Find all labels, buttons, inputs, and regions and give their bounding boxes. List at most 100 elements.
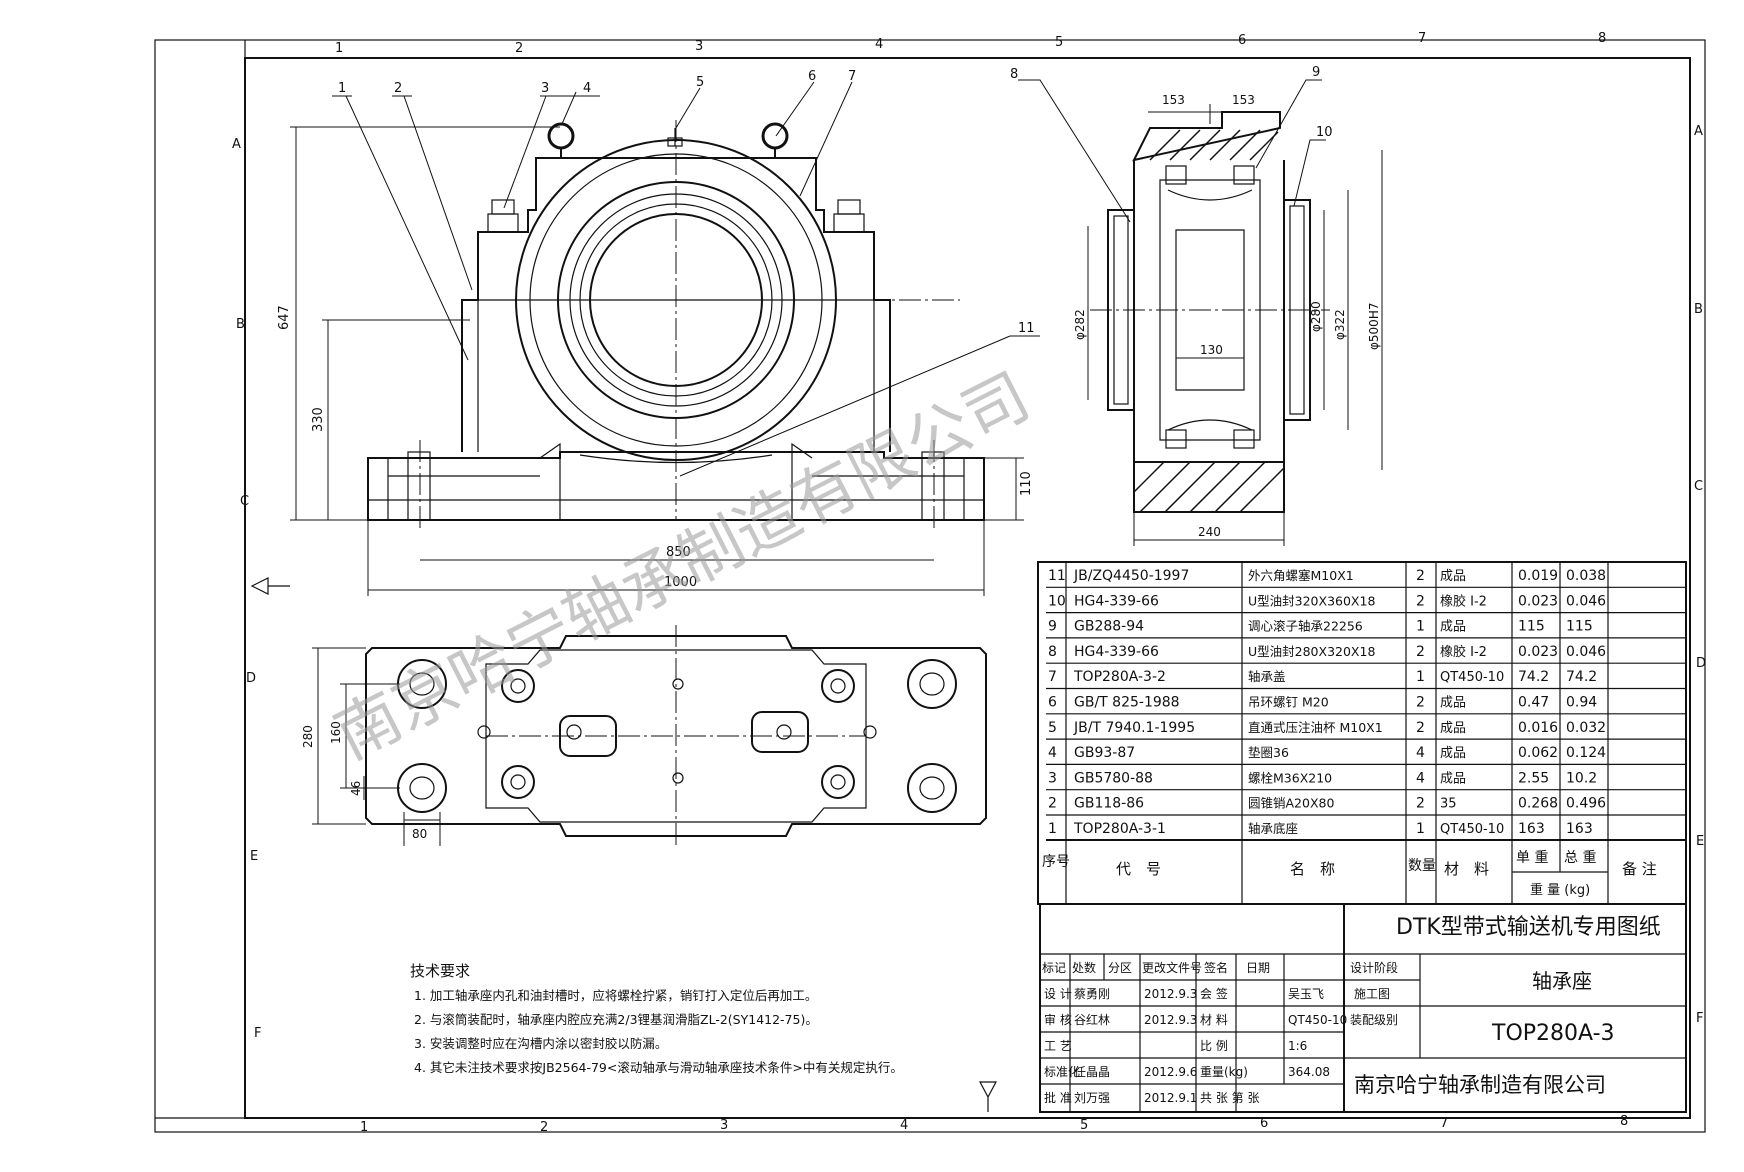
- dim-46: 46: [349, 781, 363, 796]
- balloon-7: 7: [848, 69, 856, 84]
- bom-cell-no: 10: [1048, 593, 1066, 609]
- tb-head-count: 处数: [1072, 960, 1096, 975]
- tb-head-mark: 标记: [1042, 961, 1066, 975]
- bom-cell-unit: 0.268: [1518, 796, 1558, 812]
- balloon-9: 9: [1312, 65, 1320, 80]
- bom-cell-qty: 2: [1416, 720, 1425, 736]
- bom-cell-qty: 2: [1416, 695, 1425, 711]
- bom-cell-unit: 0.023: [1518, 644, 1558, 660]
- bom-cell-name: 圆锥销A20X80: [1248, 796, 1334, 811]
- grid-rows-right: A B C D E F: [1694, 124, 1706, 1026]
- bom-cell-no: 7: [1048, 669, 1057, 685]
- tb-row-value: 364.08: [1288, 1065, 1330, 1079]
- bom-cell-total: 163: [1566, 821, 1593, 837]
- col-bot-7: 7: [1440, 1116, 1448, 1131]
- row-left-C: C: [240, 494, 249, 509]
- col-bot-8: 8: [1620, 1114, 1628, 1129]
- tb-row-date: 2012.9.3: [1144, 1013, 1197, 1027]
- bom-cell-total: 0.046: [1566, 644, 1606, 660]
- bom-cell-code: TOP280A-3-2: [1073, 669, 1166, 685]
- bom-cell-qty: 2: [1416, 593, 1425, 609]
- col-top-5: 5: [1055, 35, 1063, 50]
- bom-cell-no: 4: [1048, 745, 1057, 761]
- bom-cell-name: 调心滚子轴承22256: [1248, 619, 1363, 634]
- tb-row-key: 重量(kg): [1200, 1065, 1248, 1079]
- grid-columns-top: 1 2 3 4 5 6 7 8: [335, 31, 1606, 56]
- tb-row-key: 材 料: [1200, 1013, 1228, 1027]
- tb-row-label: 批 准: [1044, 1090, 1072, 1105]
- tb-head-zone: 分区: [1108, 961, 1132, 975]
- bom-cell-material: 成品: [1440, 696, 1466, 711]
- note-4: 4. 其它未注技术要求按JB2564-79<滚动轴承与滑动轴承座技术条件>中有关…: [414, 1060, 903, 1075]
- col-top-1: 1: [335, 41, 343, 56]
- bom-cell-code: HG4-339-66: [1074, 593, 1159, 609]
- col-bot-3: 3: [720, 1118, 728, 1133]
- bom-cell-unit: 115: [1518, 619, 1545, 635]
- note-2: 2. 与滚筒装配时，轴承座内腔应充满2/3锂基润滑脂ZL-2(SY1412-75…: [414, 1012, 818, 1027]
- drawing-number: TOP280A-3: [1491, 1021, 1615, 1046]
- bom-cell-no: 2: [1048, 796, 1057, 812]
- bom-cell-unit: 0.062: [1518, 745, 1558, 761]
- dim-height-total: 647: [277, 305, 292, 330]
- bom-head-note: 备 注: [1622, 860, 1657, 878]
- notes-title: 技术要求: [410, 962, 470, 980]
- row-right-B: B: [1694, 302, 1703, 317]
- balloon-6: 6: [808, 69, 816, 84]
- bom-head-unit: 单 重: [1516, 850, 1548, 866]
- row-right-E: E: [1696, 834, 1704, 849]
- bom-cell-no: 8: [1048, 644, 1057, 660]
- centering-mark-bottom: [979, 1081, 997, 1112]
- watermark: 南京哈宁轴承制造有限公司: [324, 360, 1042, 775]
- bom-head-material: 材 料: [1444, 860, 1489, 878]
- centering-mark-left: [250, 577, 290, 595]
- bom-cell-unit: 0.023: [1518, 593, 1558, 609]
- dim-bolt-span: 850: [666, 545, 691, 560]
- bom-cell-name: 轴承盖: [1248, 669, 1286, 684]
- col-bot-1: 1: [360, 1120, 368, 1135]
- dim-240: 240: [1198, 525, 1221, 539]
- col-top-8: 8: [1598, 31, 1606, 46]
- part-name: 轴承座: [1532, 969, 1592, 993]
- bom-cell-unit: 0.47: [1518, 695, 1549, 711]
- dim-80: 80: [412, 827, 427, 841]
- col-bot-4: 4: [900, 1118, 908, 1133]
- bom-cell-total: 0.94: [1566, 695, 1597, 711]
- bom-cell-name: U型油封320X360X18: [1248, 593, 1375, 608]
- bom-head-qty: 数量: [1408, 858, 1436, 874]
- bom-cell-total: 0.496: [1566, 796, 1606, 812]
- bom-cell-code: HG4-339-66: [1074, 644, 1159, 660]
- bom-cell-material: 橡胶 I-2: [1440, 644, 1487, 660]
- bom-cell-code: GB/T 825-1988: [1074, 695, 1180, 711]
- bom-cell-total: 10.2: [1566, 770, 1597, 786]
- bom-cell-total: 0.038: [1566, 568, 1606, 584]
- balloon-3: 3: [541, 81, 549, 96]
- row-left-F: F: [254, 1026, 261, 1041]
- tb-row-date: 2012.9.1: [1144, 1091, 1197, 1105]
- bom-cell-code: GB93-87: [1074, 745, 1135, 761]
- tb-row-value: QT450-10: [1288, 1013, 1347, 1027]
- tb-head-date: 日期: [1246, 961, 1270, 975]
- bom-cell-material: QT450-10: [1440, 670, 1504, 685]
- dim-153-left: 153: [1162, 93, 1185, 107]
- bom-cell-material: QT450-10: [1440, 822, 1504, 837]
- bom-cell-unit: 0.019: [1518, 568, 1558, 584]
- company-name: 南京哈宁轴承制造有限公司: [1354, 1073, 1606, 1097]
- dim-base-height: 110: [1019, 471, 1034, 496]
- bom-head-no: 序号: [1042, 854, 1070, 870]
- bom-head-name: 名 称: [1290, 860, 1335, 878]
- grid-rows-left: A B C D E F: [232, 137, 261, 1041]
- dim-130: 130: [1200, 343, 1223, 357]
- bom-cell-no: 6: [1048, 695, 1057, 711]
- col-bot-6: 6: [1260, 1116, 1268, 1131]
- col-top-2: 2: [515, 41, 523, 56]
- bom-cell-code: JB/ZQ4450-1997: [1073, 568, 1189, 584]
- tb-row-date: 2012.9.3: [1144, 987, 1197, 1001]
- bom-cell-name: 外六角螺塞M10X1: [1248, 568, 1354, 583]
- balloon-10: 10: [1316, 125, 1333, 140]
- tb-row-signature: 谷红林: [1074, 1012, 1110, 1027]
- section-view: 153 153 φ282 φ280 φ322 φ500H7 130 240 8 …: [1010, 65, 1383, 546]
